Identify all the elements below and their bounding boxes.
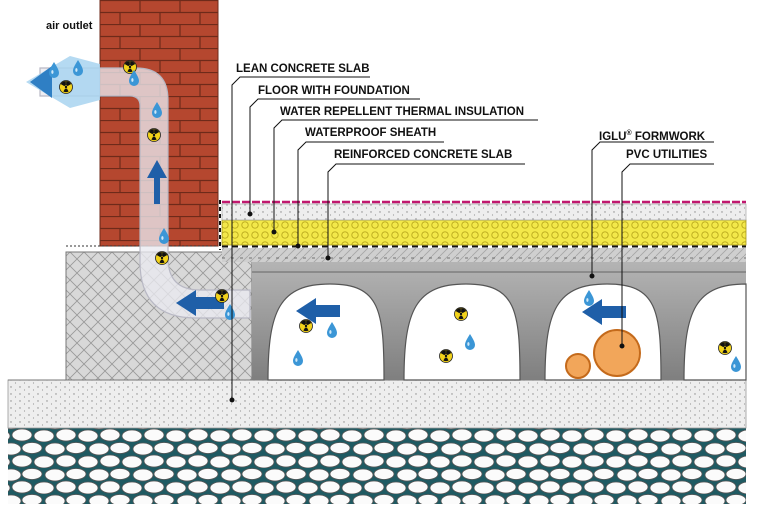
thermal-insulation [221,219,747,246]
radon-icon [59,80,73,94]
radon-icon [718,341,732,355]
gravel-bed [8,428,746,504]
vent-pipe [39,67,251,319]
reinforced-concrete-slab [222,248,746,262]
floor-screed [221,203,747,221]
radon-icon [147,128,161,142]
label-lean-concrete-slab: LEAN CONCRETE SLAB [236,63,370,75]
radon-icon [155,251,169,265]
arrow-left-icon [176,290,224,316]
pvc-pipe-large [593,329,641,377]
arrow-up-icon [147,160,167,204]
label-reinforced-concrete-slab: REINFORCED CONCRETE SLAB [334,149,513,161]
label-pvc-utilities: PVC UTILITIES [626,149,708,161]
label-iglu-formwork: IGLU® FORMWORK [599,130,706,143]
pvc-pipe-small [565,353,591,379]
arrow-left-icon [296,298,340,324]
radon-icon [299,319,313,333]
iglu-formwork [252,262,747,381]
label-air-outlet: air outlet [46,20,93,32]
arrow-left-icon [582,299,626,325]
label-waterproof-sheath: WATERPROOF SHEATH [305,127,437,139]
leader-lines [229,76,714,403]
label-water-repellent-insulation: WATER REPELLENT THERMAL INSULATION [280,106,525,118]
radon-icon [439,349,453,363]
radon-icon [215,289,229,303]
radon-icon [454,307,468,321]
label-floor-with-foundation: FLOOR WITH FOUNDATION [258,85,410,97]
lean-concrete-slab [7,379,747,429]
